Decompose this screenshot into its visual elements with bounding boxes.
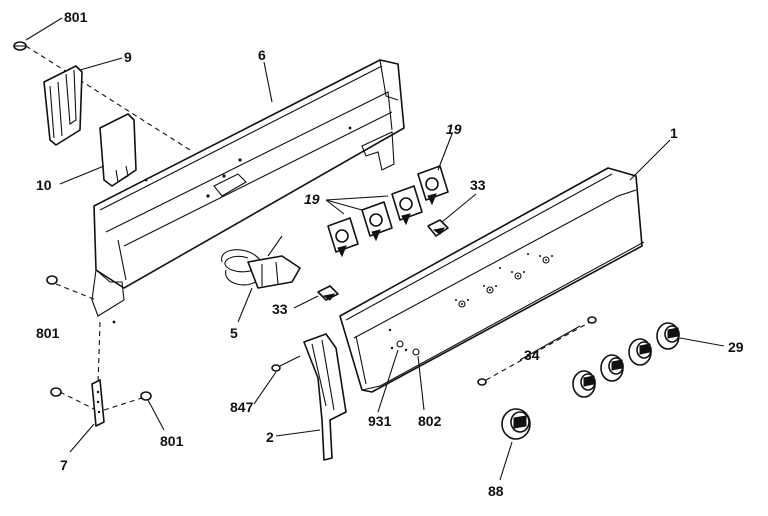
- part-29-knob-3: [628, 338, 652, 366]
- part-801-top-clip: [13, 41, 27, 51]
- part-19-switch-4: [417, 165, 449, 206]
- part-847-screw: [271, 355, 301, 372]
- callout-801-left: 801: [36, 325, 60, 341]
- leader-lines: [25, 17, 725, 481]
- part-7-hinge-bracket: [91, 379, 105, 427]
- callout-33-left: 33: [272, 301, 288, 317]
- part-9-end-bracket: [43, 65, 83, 146]
- callout-2: 2: [266, 429, 274, 445]
- callout-34: 34: [524, 347, 540, 363]
- callout-88: 88: [488, 483, 504, 499]
- callout-29: 29: [728, 339, 744, 355]
- part-19-switch-2: [361, 201, 393, 242]
- part-19-switch-3: [391, 185, 423, 226]
- callout-labels: 801 9 6 19 1 10 19 33 33 5 801 847 34 29…: [36, 9, 744, 499]
- part-33-clip-left: [317, 285, 339, 301]
- callout-10: 10: [36, 177, 52, 193]
- part-29-knob-4: [656, 322, 680, 350]
- part-2-end-cap: [303, 333, 347, 461]
- panel-switch-holes: [455, 253, 553, 308]
- callout-19-top: 19: [446, 121, 462, 137]
- callout-847: 847: [230, 399, 254, 415]
- part-801-left-clips: [46, 275, 101, 411]
- part-19-switch-1: [327, 217, 359, 258]
- part-34-rod: [477, 316, 597, 386]
- part-6-rear-housing: [91, 59, 405, 324]
- part-10-bracket: [99, 113, 137, 187]
- part-88-clock-knob: [501, 408, 531, 440]
- callout-19-group: 19: [304, 191, 320, 207]
- callout-801-bottom: 801: [160, 433, 184, 449]
- callout-7: 7: [60, 457, 68, 473]
- part-801-bottom-clip: [103, 391, 152, 411]
- part-5-switch-harness: [221, 235, 301, 289]
- part-29-knob-1: [572, 370, 596, 398]
- callout-33-right: 33: [470, 177, 486, 193]
- part-33-clip-right: [427, 219, 449, 237]
- callout-802: 802: [418, 413, 442, 429]
- part-29-knob-2: [600, 354, 624, 382]
- callout-9: 9: [124, 49, 132, 65]
- part-1-control-panel: [339, 167, 645, 393]
- callout-6: 6: [258, 47, 266, 63]
- callout-801-top: 801: [64, 9, 88, 25]
- callout-931: 931: [368, 413, 392, 429]
- callout-5: 5: [230, 325, 238, 341]
- callout-1: 1: [670, 125, 678, 141]
